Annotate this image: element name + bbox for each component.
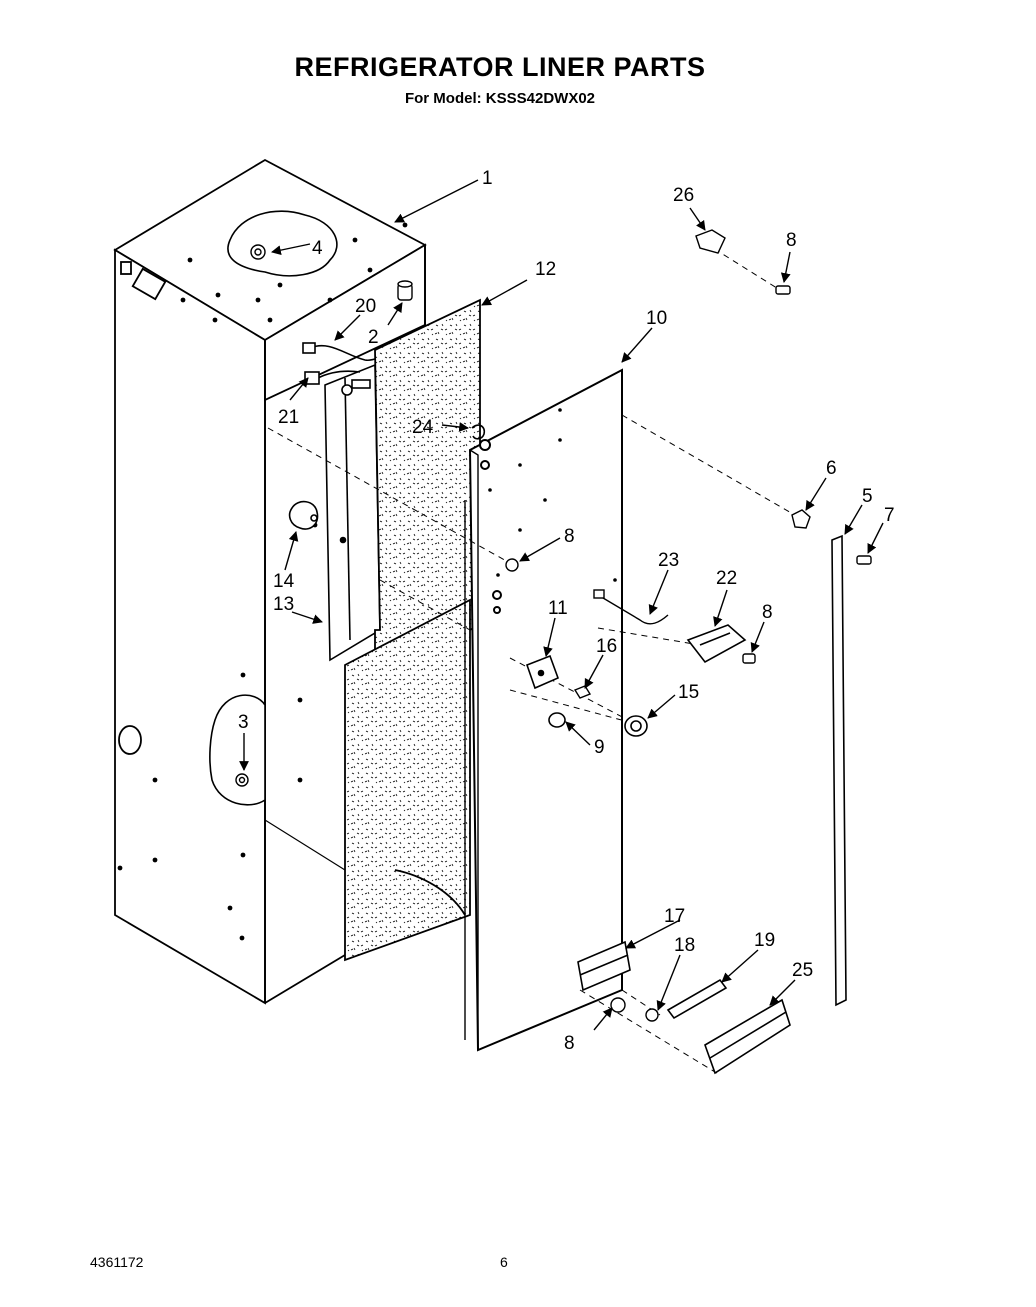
part-26-clip [695, 229, 726, 254]
callout-7: 7 [884, 505, 895, 526]
part-8-screw-light [742, 653, 756, 664]
callout-19: 19 [754, 930, 775, 951]
callout-14: 14 [273, 571, 295, 592]
model-subtitle: For Model: KSSS42DWX02 [404, 90, 596, 107]
callout-22: 22 [716, 568, 737, 589]
callout-8-bottom: 8 [564, 1033, 575, 1054]
callout-4: 4 [312, 238, 323, 259]
page-number: 6 [500, 1254, 508, 1270]
cabinet-holes [117, 222, 408, 941]
callout-11: 11 [548, 598, 568, 619]
part-17-hinge-bracket [577, 940, 631, 992]
callout-17: 17 [664, 906, 685, 927]
callout-8-light: 8 [762, 602, 773, 623]
callout-10: 10 [646, 308, 667, 329]
callout-leader-arrows [239, 179, 884, 1031]
part-11-plate [525, 654, 560, 690]
part-number: 4361172 [90, 1254, 144, 1270]
part-8-screw-top [775, 285, 791, 295]
callout-12: 12 [535, 259, 556, 280]
part-22-light-housing [686, 624, 747, 664]
part-14-knob [288, 500, 319, 530]
part-3-screw [235, 773, 249, 787]
callout-15: 15 [678, 682, 699, 703]
callout-16: 16 [596, 636, 617, 657]
part-7-screw [856, 555, 872, 565]
part-2-grommet [397, 280, 413, 301]
callout-8-top: 8 [786, 230, 797, 251]
part-12-insulation [344, 298, 481, 962]
part-25-cover [704, 998, 791, 1075]
part-8-screw-bottom [610, 997, 626, 1013]
part-23-harness [593, 589, 669, 625]
callout-9: 9 [594, 737, 605, 758]
part-6-spacer [791, 509, 811, 529]
page-title: REFRIGERATOR LINER PARTS [294, 52, 706, 82]
callout-23: 23 [658, 550, 679, 571]
callout-21: 21 [278, 407, 299, 428]
callout-8-left: 8 [564, 526, 575, 547]
callout-3: 3 [238, 712, 249, 733]
callout-5: 5 [862, 486, 873, 507]
callout-25: 25 [792, 960, 813, 981]
callout-1: 1 [482, 168, 493, 189]
callout-6: 6 [826, 458, 837, 479]
part-4-nut [250, 244, 266, 260]
callout-2: 2 [368, 327, 379, 348]
liner-panel-holes [488, 408, 617, 582]
callout-24: 24 [412, 417, 434, 438]
cabinet-top-cutaway [209, 210, 338, 806]
part-9-button [548, 712, 566, 728]
callout-26: 26 [673, 185, 694, 206]
part-24-clip [471, 424, 486, 440]
part-15-socket [624, 715, 648, 737]
part-10-liner-panel [464, 368, 623, 1052]
part-19-pin [666, 978, 728, 1020]
callout-18: 18 [674, 935, 695, 956]
part-8-screw-left [505, 558, 519, 572]
part-16-switch [573, 685, 592, 699]
callout-labels: 1 2 3 4 5 6 7 8 8 8 8 9 10 11 12 13 14 1… [238, 168, 895, 1054]
part-13-bracket [324, 363, 381, 662]
part-18-nut [645, 1008, 659, 1022]
callout-13: 13 [273, 594, 294, 615]
cabinet-outer-shell [113, 158, 427, 1005]
part-5-trim-strip [831, 534, 847, 1007]
callout-20: 20 [355, 296, 376, 317]
